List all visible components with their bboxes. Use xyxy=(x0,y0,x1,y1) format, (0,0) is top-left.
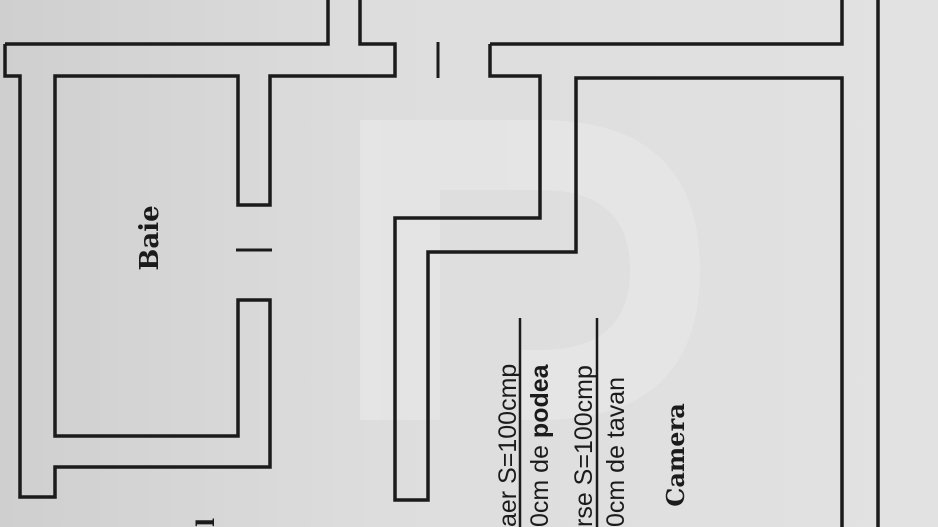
note-line-2-text: 0cm de xyxy=(526,438,554,527)
note-line-1: aer S=100cmp xyxy=(494,364,522,527)
wall-right-top xyxy=(393,44,844,527)
room-label-partial: l xyxy=(191,518,220,527)
wall-top-outer xyxy=(5,0,330,46)
ventilation-notes: aer S=100cmp 0cm de podea rse S=100cmp 0… xyxy=(494,318,630,527)
note-line-2-bold: podea xyxy=(526,363,554,438)
walls xyxy=(3,0,880,527)
wall-right-outer xyxy=(490,0,844,46)
door-marks xyxy=(236,42,440,252)
note-line-2: 0cm de podea xyxy=(526,363,554,527)
note-line-3: rse S=100cmp xyxy=(570,365,598,527)
room-label-baie: Baie xyxy=(135,205,165,270)
note-line-4: 0cm de tavan xyxy=(602,377,630,527)
wall-top-inner xyxy=(3,0,397,499)
room-label-camera: Camera xyxy=(661,403,690,507)
